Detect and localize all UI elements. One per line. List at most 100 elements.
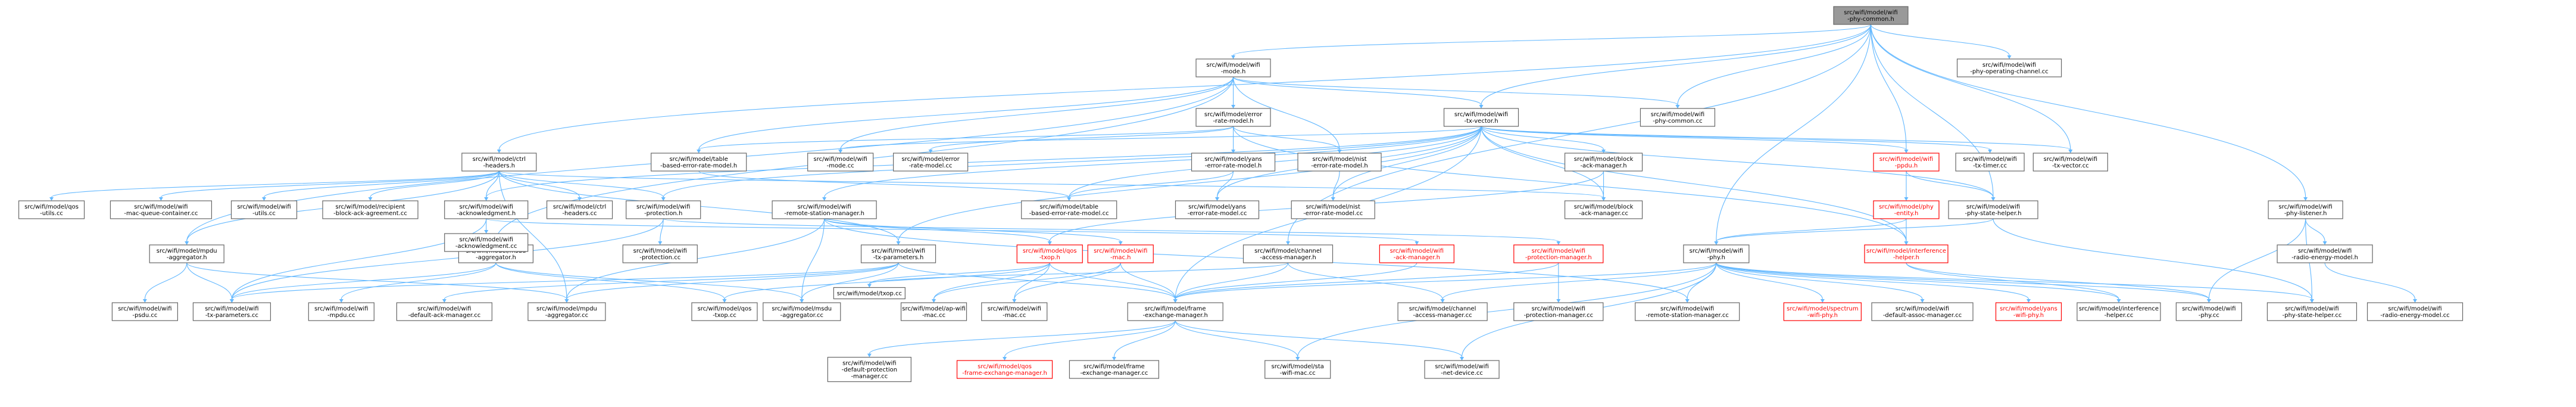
node-wifi-protection-cc[interactable]: src/wifi/model/wifi-protection.cc [622, 244, 698, 263]
node-msdu-aggregator-cc[interactable]: src/wifi/model/msdu-aggregator.cc [763, 302, 841, 321]
node-table-based-error-rate-model-cc[interactable]: src/wifi/model/table-based-error-rate-mo… [1021, 200, 1117, 219]
node-label-line: src/wifi/model/wifi [2182, 306, 2235, 312]
node-block-ack-manager-cc[interactable]: src/wifi/model/block-ack-manager.cc [1564, 200, 1643, 219]
node-label-line: -access-manager.h [1260, 254, 1316, 261]
edge-ctrl-headers-h-to-ctrl-headers-cc [498, 170, 580, 198]
node-wifi-default-ack-manager-cc[interactable]: src/wifi/model/wifi-default-ack-manager.… [396, 302, 493, 321]
node-channel-access-manager-h[interactable]: src/wifi/model/channel-access-manager.h [1242, 244, 1334, 263]
node-nist-error-rate-model-h[interactable]: src/wifi/model/nist-error-rate-model.h [1297, 153, 1382, 172]
node-yans-wifi-phy-h[interactable]: src/wifi/model/yans-wifi-phy.h [1995, 302, 2062, 321]
node-box [1016, 244, 1083, 263]
edge-phy-common-h-to-wifi-phy-listener-h [1870, 24, 2306, 198]
node-wifi-phy-common-cc[interactable]: src/wifi/model/wifi-phy-common.cc [1640, 108, 1716, 127]
node-label-line: -mac.cc [1003, 312, 1026, 319]
node-block-ack-manager-h[interactable]: src/wifi/model/block-ack-manager.h [1564, 153, 1643, 172]
arrowhead-ctrl-headers-h-to-wifi-mac-queue-container-cc [158, 197, 163, 201]
node-wifi-tx-timer-cc[interactable]: src/wifi/model/wifi-tx-timer.cc [1955, 153, 2025, 172]
node-nist-error-rate-model-cc[interactable]: src/wifi/model/nist-error-rate-model.cc [1291, 200, 1375, 219]
node-phy-entity-h[interactable]: src/wifi/model/phy-entity.h [1873, 200, 1940, 219]
node-yans-error-rate-model-h[interactable]: src/wifi/model/yans-error-rate-model.h [1191, 153, 1276, 172]
node-wifi-utils-cc[interactable]: src/wifi/model/wifi-utils.cc [230, 200, 298, 219]
node-mpdu-aggregator-h[interactable]: src/wifi/model/mpdu-aggregator.h [149, 244, 224, 263]
arrowhead-wifi-phy-h-to-wifi-remote-station-manager-cc [1685, 299, 1690, 303]
node-error-rate-model-cc[interactable]: src/wifi/model/error-rate-model.cc [893, 153, 969, 172]
node-qos-txop-cc[interactable]: src/wifi/model/qos-txop.cc [691, 302, 758, 321]
node-interference-helper-h[interactable]: src/wifi/model/interference-helper.h [1864, 244, 1949, 263]
node-wifi-tx-parameters-h[interactable]: src/wifi/model/wifi-tx-parameters.h [860, 244, 936, 263]
node-box [2268, 200, 2343, 219]
node-wifi-mac-cc[interactable]: src/wifi/model/wifi-mac.cc [981, 302, 1048, 321]
node-box [1397, 302, 1488, 321]
node-yans-error-rate-model-cc[interactable]: src/wifi/model/yans-error-rate-model.cc [1175, 200, 1260, 219]
edge-wifi-protection-h-to-wifi-protection-manager-h [663, 218, 1559, 242]
node-wifi-phy-state-helper-cc[interactable]: src/wifi/model/wifi-phy-state-helper.cc [2266, 302, 2358, 321]
node-label-line: src/wifi/model/qos [24, 204, 79, 210]
node-wifi-protection-manager-cc[interactable]: src/wifi/model/wifi-protection-manager.c… [1513, 302, 1604, 321]
node-qos-frame-exchange-manager-h[interactable]: src/wifi/model/qos-frame-exchange-manage… [956, 360, 1053, 379]
node-recipient-block-ack-agreement-cc[interactable]: src/wifi/model/recipient-block-ack-agree… [322, 200, 419, 219]
node-channel-access-manager-cc[interactable]: src/wifi/model/channel-access-manager.cc [1397, 302, 1488, 321]
node-wifi-default-assoc-manager-cc[interactable]: src/wifi/model/wifi-default-assoc-manage… [1871, 302, 1974, 321]
node-wifi-ack-manager-h[interactable]: src/wifi/model/wifi-ack-manager.h [1379, 244, 1454, 263]
node-label-line: src/wifi/model/wifi [2285, 306, 2338, 312]
node-wifi-default-protection-manager-cc[interactable]: src/wifi/model/wifi-default-protection-m… [827, 356, 911, 383]
node-wifi-tx-parameters-cc[interactable]: src/wifi/model/wifi-tx-parameters.cc [192, 302, 271, 321]
arrowhead-interference-helper-h-to-wifi-phy-cc [2206, 299, 2211, 303]
node-mpdu-aggregator-cc[interactable]: src/wifi/model/mpdu-aggregator.cc [527, 302, 606, 321]
node-wifi-radio-energy-model-h[interactable]: src/wifi/model/wifi-radio-energy-model.h [2277, 244, 2373, 263]
node-qos-utils-cc[interactable]: src/wifi/model/qos-utils.cc [18, 200, 85, 219]
node-wifi-tx-vector-h[interactable]: src/wifi/model/wifi-tx-vector.h [1443, 108, 1519, 127]
edge-wifi-tx-vector-h-to-block-ack-manager-h [1481, 126, 1604, 150]
node-wifi-phy-operating-channel-cc[interactable]: src/wifi/model/wifi-phy-operating-channe… [1956, 58, 2062, 77]
node-wifi-mac-queue-container-cc[interactable]: src/wifi/model/wifi-mac-queue-container.… [110, 200, 213, 219]
node-sta-wifi-mac-cc[interactable]: src/wifi/model/sta-wifi-mac.cc [1264, 360, 1331, 379]
node-wifi-net-device-cc[interactable]: src/wifi/model/wifi-net-device.cc [1424, 360, 1500, 379]
node-error-rate-model-h[interactable]: src/wifi/model/error-rate-model.h [1195, 108, 1271, 127]
node-label-line: -aggregator.cc [780, 312, 823, 319]
arrowhead-wifi-mac-h-to-wifi-mac-cc [1012, 299, 1017, 303]
arrowhead-ctrl-headers-h-to-wifi-tx-parameters-h [896, 241, 901, 245]
node-wifi-mac-h[interactable]: src/wifi/model/wifi-mac.h [1087, 244, 1154, 263]
node-label-line: src/wifi/model/frame [1145, 306, 1206, 312]
edge-wifi-tx-vector-h-to-wifi-tx-vector-cc [1481, 126, 2071, 150]
node-wifi-phy-h[interactable]: src/wifi/model/wifi-phy.h [1683, 244, 1750, 263]
node-wifi-ppdu-h[interactable]: src/wifi/model/wifi-ppdu.h [1873, 153, 1940, 172]
node-ap-wifi-mac-cc[interactable]: src/wifi/model/ap-wifi-mac.cc [900, 302, 967, 321]
node-wifi-radio-energy-model-cc[interactable]: src/wifi/model/wifi-radio-energy-model.c… [2366, 302, 2463, 321]
node-wifi-psdu-cc[interactable]: src/wifi/model/wifi-psdu.cc [111, 302, 178, 321]
node-frame-exchange-manager-cc[interactable]: src/wifi/model/frame-exchange-manager.cc [1069, 360, 1160, 379]
node-label-line: src/wifi/model/ctrl [553, 204, 606, 210]
node-spectrum-wifi-phy-h[interactable]: src/wifi/model/spectrum-wifi-phy.h [1783, 302, 1862, 321]
node-ctrl-headers-cc[interactable]: src/wifi/model/ctrl-headers.cc [546, 200, 613, 219]
node-wifi-phy-cc[interactable]: src/wifi/model/wifi-phy.cc [2175, 302, 2243, 321]
node-frame-exchange-manager-h[interactable]: src/wifi/model/frame-exchange-manager.h [1127, 302, 1223, 321]
node-wifi-protection-manager-h[interactable]: src/wifi/model/wifi-protection-manager.h [1513, 244, 1604, 263]
node-txop-cc[interactable]: src/wifi/model/txop.cc [833, 287, 905, 300]
node-wifi-mpdu-cc[interactable]: src/wifi/model/wifi-mpdu.cc [308, 302, 374, 321]
arrowhead-frame-exchange-manager-h-to-qos-frame-exchange-manager-h [1003, 357, 1007, 361]
node-ctrl-headers-h[interactable]: src/wifi/model/ctrl-headers.h [461, 153, 537, 172]
node-wifi-remote-station-manager-cc[interactable]: src/wifi/model/wifi-remote-station-manag… [1635, 302, 1740, 321]
node-label-line: -access-manager.cc [1413, 312, 1472, 319]
node-wifi-phy-listener-h[interactable]: src/wifi/model/wifi-phy-listener.h [2268, 200, 2343, 219]
edge-wifi-mac-h-to-frame-exchange-manager-h [1120, 262, 1176, 300]
node-wifi-tx-vector-cc[interactable]: src/wifi/model/wifi-tx-vector.cc [2032, 153, 2108, 172]
node-wifi-mode-h[interactable]: src/wifi/model/wifi-mode.h [1195, 58, 1271, 77]
node-label-line: -remote-station-manager.h [784, 210, 864, 217]
node-qos-txop-h[interactable]: src/wifi/model/qos-txop.h [1016, 244, 1083, 263]
node-box [1069, 360, 1160, 379]
node-wifi-acknowledgment-h[interactable]: src/wifi/model/wifi-acknowledgment.h [444, 200, 529, 219]
node-wifi-phy-state-helper-h[interactable]: src/wifi/model/wifi-phy-state-helper.h [1948, 200, 2038, 219]
arrowhead-ctrl-headers-h-to-mpdu-aggregator-h [185, 241, 189, 245]
node-wifi-remote-station-manager-h[interactable]: src/wifi/model/wifi-remote-station-manag… [772, 200, 877, 219]
edge-wifi-protection-h-to-wifi-protection-cc [660, 218, 664, 242]
node-wifi-protection-h[interactable]: src/wifi/model/wifi-protection.h [626, 200, 701, 219]
node-label-line: -phy-state-helper.h [1965, 210, 2021, 217]
arrowhead-phy-common-h-to-wifi-phy-listener-h [2303, 197, 2308, 201]
edge-msdu-aggregator-h-to-wifi-tx-parameters-cc [231, 262, 497, 300]
node-table-based-error-rate-model-h[interactable]: src/wifi/model/table-based-error-rate-mo… [651, 153, 747, 172]
node-interference-helper-cc[interactable]: src/wifi/model/interference-helper.cc [2077, 302, 2161, 321]
node-wifi-mode-cc[interactable]: src/wifi/model/wifi-mode.cc [807, 153, 874, 172]
node-wifi-acknowledgment-cc[interactable]: src/wifi/model/wifi-acknowledgment.cc [444, 233, 529, 252]
